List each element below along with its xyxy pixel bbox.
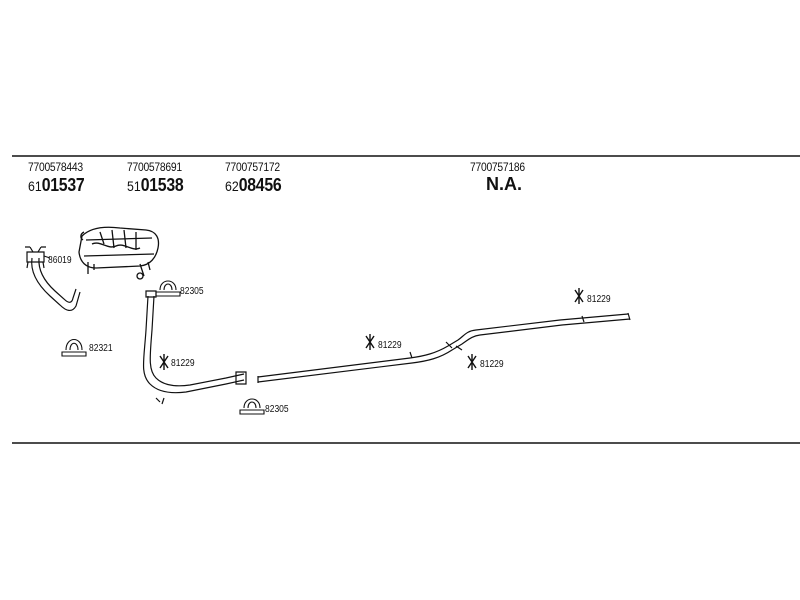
front-pipe <box>25 246 81 311</box>
label-hanger-81229-lower: 81229 <box>480 359 504 370</box>
oe-number-3: 7700757172 <box>225 160 280 174</box>
clamp-82305-bottom-symbol <box>239 398 265 415</box>
label-clamp-82305-bottom: 82305 <box>265 404 289 415</box>
tail-pipe <box>257 312 631 383</box>
label-hanger-81229-mid: 81229 <box>378 340 402 351</box>
label-hanger-81229-right: 81229 <box>587 294 611 305</box>
oe-number-4: 7700757186 <box>470 160 525 174</box>
oe-number-1: 7700578443 <box>28 160 83 174</box>
part-prefix-3: 62 <box>225 178 239 194</box>
part-number-3: 6208456 <box>225 175 282 196</box>
part-main-1: 01537 <box>41 175 85 195</box>
oe-number-2: 7700578691 <box>127 160 182 174</box>
part-main-2: 01538 <box>140 175 184 195</box>
part-prefix-2: 51 <box>127 178 141 194</box>
part-prefix-1: 61 <box>28 178 42 194</box>
part-number-4: N.A. <box>486 174 522 194</box>
part-number-1: 6101537 <box>28 175 85 196</box>
hanger-81229-symbols <box>159 288 584 370</box>
clamp-82305-top-symbol <box>155 280 181 297</box>
clamp-82321-symbol <box>61 338 87 357</box>
part-number-2: 5101538 <box>127 175 184 196</box>
part-main-3: 08456 <box>238 175 282 195</box>
silencer <box>78 226 160 280</box>
label-clamp-82305-top: 82305 <box>180 286 204 297</box>
intermediate-pipe <box>142 290 247 405</box>
label-clamp-86019: 86019 <box>48 255 72 266</box>
label-hanger-81229-left: 81229 <box>171 358 195 369</box>
clamp-86019-symbol <box>43 255 51 259</box>
label-clamp-82321: 82321 <box>89 343 113 354</box>
